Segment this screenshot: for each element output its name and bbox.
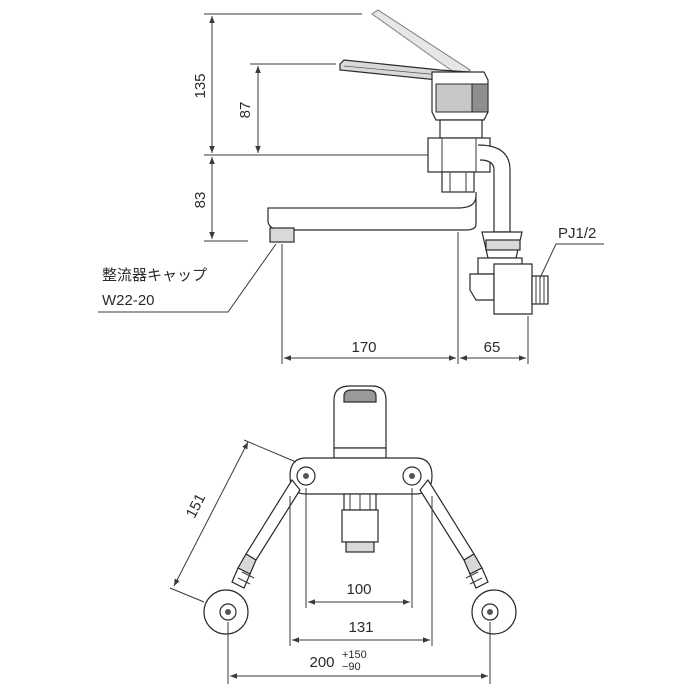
extension-lines — [204, 13, 529, 364]
dimension-label-87: 87 — [237, 102, 254, 119]
dimension-label-83: 83 — [192, 192, 209, 209]
thread-label: PJ1/2 — [558, 225, 596, 242]
wall-connection — [469, 144, 549, 315]
body-bar-top — [289, 457, 433, 495]
dimension-line-151 — [173, 441, 249, 587]
dimension-label-200: 200 — [309, 654, 334, 671]
handle-raised-ghost — [371, 9, 471, 79]
side-view: 135 87 83 170 65 整流器キャップ W22-20 PJ1/2 — [98, 9, 604, 364]
tolerance-minus: −90 — [342, 661, 361, 673]
handle-top — [333, 385, 387, 459]
dimension-label-100: 100 — [346, 581, 371, 598]
dimension-label-135: 135 — [192, 73, 209, 98]
left-arm — [203, 478, 301, 635]
dimension-label-151: 151 — [183, 491, 210, 521]
spout-stem-top — [341, 493, 379, 553]
valve-body — [427, 71, 491, 193]
aerator-leader-line — [98, 243, 277, 313]
aerator-label-name: 整流器キャップ — [102, 266, 207, 284]
dimension-label-131: 131 — [348, 619, 373, 636]
top-view: 151 100 131 200 +150 −90 — [169, 385, 517, 684]
right-arm — [419, 478, 517, 635]
spout — [267, 192, 477, 243]
dimension-label-170: 170 — [351, 339, 376, 356]
thread-leader-line — [539, 243, 604, 279]
top-extension-lines — [169, 439, 491, 684]
aerator-label-size: W22-20 — [102, 292, 155, 309]
dimension-label-65: 65 — [484, 339, 501, 356]
tolerance-plus: +150 — [342, 649, 367, 661]
